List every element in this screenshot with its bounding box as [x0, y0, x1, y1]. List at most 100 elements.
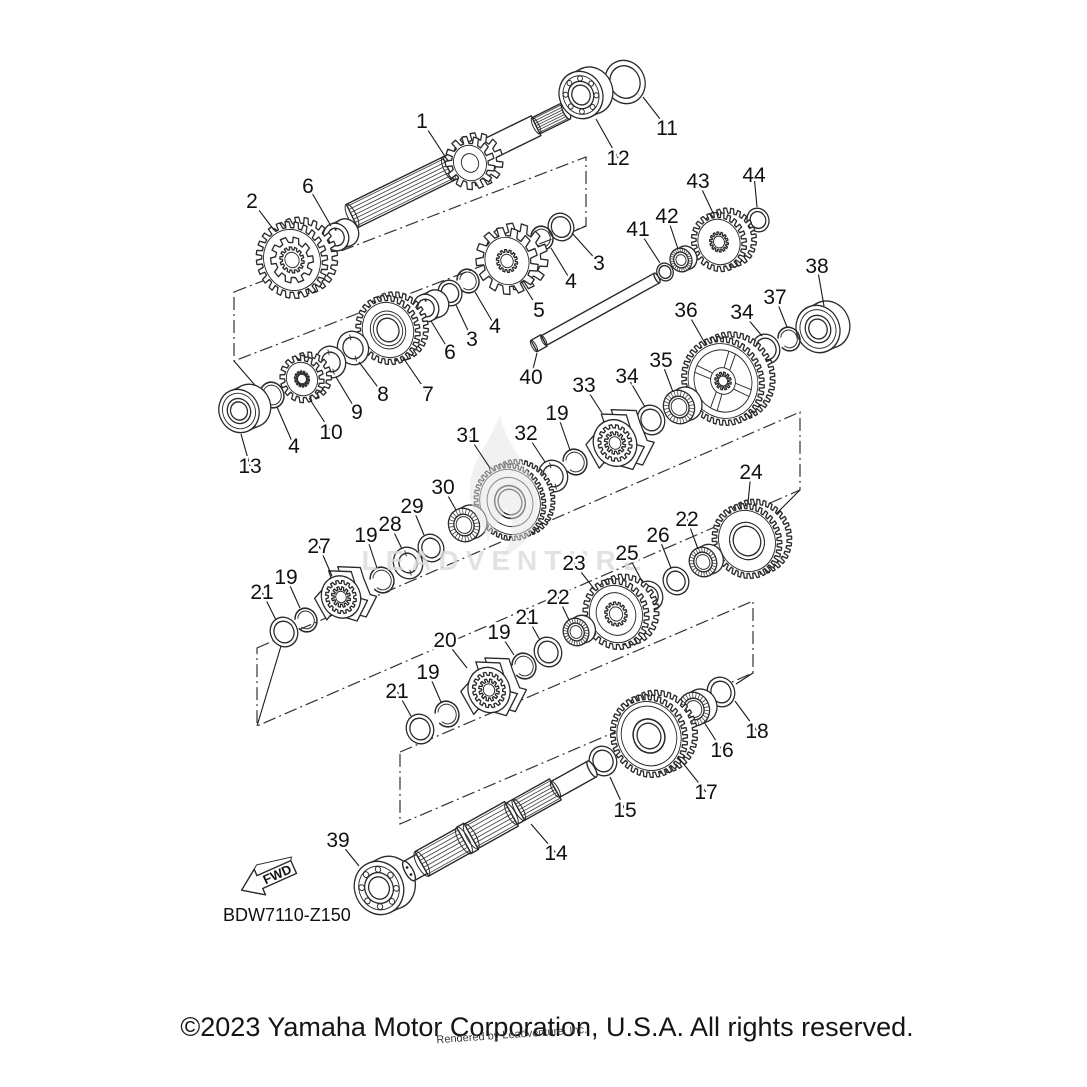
callout-number-20: 20: [433, 629, 456, 652]
part-snap-ring-4a: [259, 381, 285, 409]
callout-leader-6: [307, 185, 332, 227]
callout-number-7: 7: [422, 383, 434, 406]
callout-number-23: 23: [562, 552, 585, 575]
callout-leader-21: [526, 616, 541, 641]
part-ring-21c: [405, 713, 435, 745]
callout-number-28: 28: [378, 513, 401, 536]
callout-leader-32: [525, 432, 546, 463]
part-ring-15: [588, 745, 618, 777]
part-needle-35: [662, 386, 703, 425]
callout-leader-25: [626, 552, 644, 584]
part-ring-18: [706, 676, 736, 708]
part-hub-20: [460, 657, 528, 717]
callout-leader-28: [389, 523, 403, 550]
callout-leader-14: [530, 823, 557, 854]
callout-number-41: 41: [626, 218, 649, 241]
callout-number-27: 27: [307, 535, 330, 558]
callout-leader-34: [626, 375, 646, 408]
part-snap-ring-19a: [562, 448, 588, 476]
callout-number-22: 22: [675, 508, 698, 531]
callout-leader-11: [642, 96, 668, 129]
callout-leader-29: [411, 505, 425, 536]
callout-leader-18: [734, 700, 758, 732]
callout-number-2: 2: [246, 190, 258, 213]
part-hub-33: [585, 408, 655, 471]
part-gear-17: [609, 689, 698, 779]
callout-leader-30: [442, 486, 457, 511]
callout-leader-5: [520, 280, 540, 311]
watermark-layer: LEADVENTURE: [361, 415, 642, 576]
callout-number-8: 8: [377, 383, 389, 406]
callout-leader-15: [609, 776, 626, 811]
callout-leader-8: [358, 361, 384, 395]
part-gear-on-shaft-1: [444, 132, 504, 191]
callout-leader-16: [703, 721, 723, 751]
part-snap-ring-37: [777, 326, 801, 352]
callout-leader-26: [657, 534, 672, 569]
part-needle-30: [447, 504, 488, 543]
callout-leader-39: [337, 839, 360, 867]
callout-leader-4: [550, 247, 572, 282]
callout-leader-33: [583, 384, 603, 414]
callout-number-4: 4: [288, 435, 300, 458]
callout-number-5: 5: [533, 299, 545, 322]
callout-number-39: 39: [326, 829, 349, 852]
part-needle-22a: [688, 543, 724, 578]
part-ring-29: [417, 533, 445, 563]
part-snap-ring-19e: [434, 700, 460, 728]
fwd-arrow: FWD: [240, 856, 298, 896]
part-gear-24: [711, 498, 793, 580]
callout-leader-10: [308, 397, 332, 433]
part-gear-7: [355, 291, 429, 366]
callout-leader-27: [318, 545, 333, 577]
fwd-label: FWD: [261, 861, 294, 887]
callout-number-12: 12: [606, 147, 629, 170]
part-snap-ring-19b: [369, 566, 395, 594]
watermark-flame-icon: [469, 415, 539, 558]
connector-line: [772, 489, 801, 518]
part-ring-3b: [547, 212, 575, 242]
callout-leader-31: [467, 434, 491, 469]
part-needle-22b: [562, 614, 597, 647]
callout-leader-42: [666, 215, 679, 250]
callout-leader-3: [455, 304, 473, 340]
callout-number-43: 43: [686, 170, 709, 193]
callout-number-21: 21: [515, 606, 538, 629]
part-washer-8: [336, 330, 370, 366]
part-gear-5: [475, 222, 549, 296]
callout-number-1: 1: [416, 110, 428, 133]
callout-number-26: 26: [646, 524, 669, 547]
callout-leader-20: [444, 639, 468, 669]
fwd-arrow-edge: [253, 856, 293, 870]
part-ring-34a: [636, 404, 666, 436]
callout-number-36: 36: [674, 299, 697, 322]
part-snap-ring-19c: [294, 607, 318, 633]
part-ring-41: [656, 262, 674, 282]
connector-line: [256, 645, 282, 727]
callout-leader-34: [741, 311, 763, 337]
callout-number-19: 19: [416, 661, 439, 684]
assembly-group-boxes: [233, 156, 801, 825]
callout-number-19: 19: [354, 524, 377, 547]
callout-number-32: 32: [514, 422, 537, 445]
part-gear-10: [279, 351, 333, 404]
callout-leader-24: [747, 471, 752, 504]
callout-number-3: 3: [593, 252, 605, 275]
callout-leader-4: [474, 291, 496, 327]
callout-leader-19: [556, 412, 571, 451]
callout-number-6: 6: [444, 341, 456, 364]
callout-leader-23: [573, 562, 596, 591]
callout-number-21: 21: [250, 581, 273, 604]
callout-number-35: 35: [649, 349, 672, 372]
callout-number-34: 34: [615, 365, 639, 388]
part-bearing-38: [795, 300, 851, 354]
callout-number-14: 14: [544, 842, 568, 865]
callout-leader-40: [530, 352, 538, 378]
callout-number-29: 29: [400, 495, 423, 518]
callout-number-9: 9: [351, 401, 363, 424]
fwd-arrow-icon: [240, 859, 298, 896]
callout-number-4: 4: [489, 315, 501, 338]
callout-number-22: 22: [546, 586, 569, 609]
